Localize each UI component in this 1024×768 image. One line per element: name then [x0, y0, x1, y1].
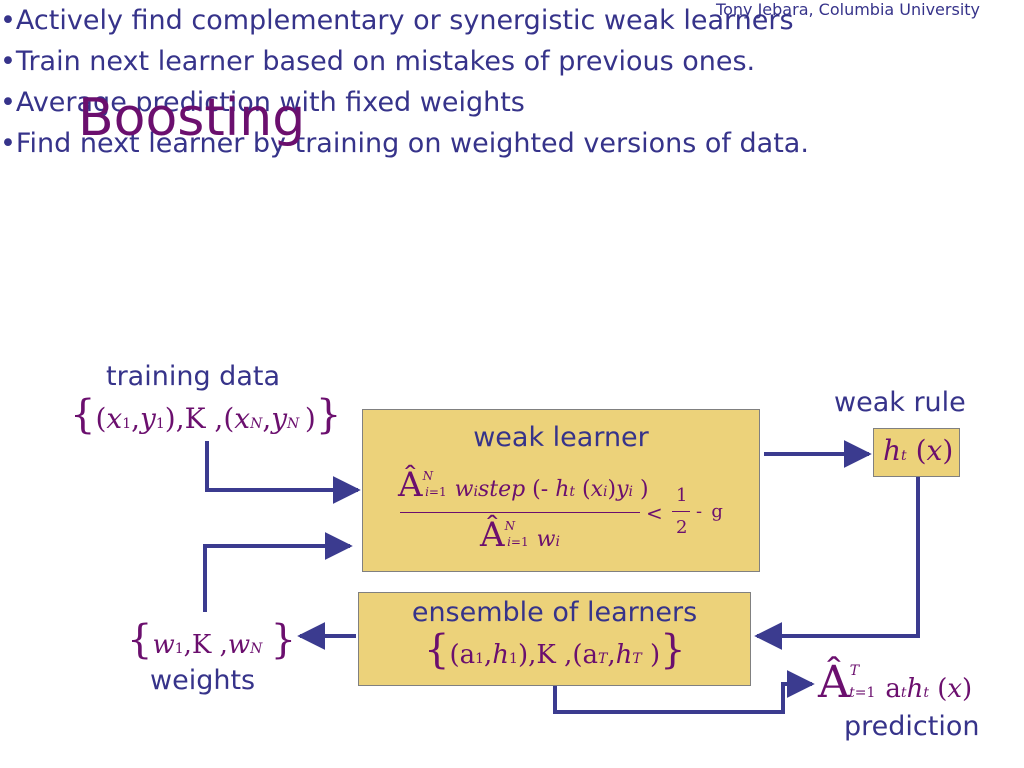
bullet-item: •Average prediction with fixed weights — [0, 87, 525, 118]
bullet-item: •Train next learner based on mistakes of… — [0, 46, 756, 77]
weights-label: weights — [150, 665, 256, 696]
weak-rule-formula: ht (x) — [883, 434, 954, 467]
arrow-training-to-learner — [205, 441, 361, 504]
arrow-weights-to-learner — [203, 532, 353, 612]
ensemble-formula: {(a1,h1),K ,(aT,hT )} — [424, 627, 686, 673]
author-credit: Tony Jebara, Columbia University — [716, 0, 980, 19]
prediction-label: prediction — [844, 711, 980, 742]
weak-learner-box: weak learner — [362, 409, 760, 572]
arrow-rule-to-ensemble — [754, 477, 920, 650]
weak-learner-label: weak learner — [473, 422, 649, 453]
training-data-label: training data — [106, 361, 280, 392]
training-data-formula: {(x1,y1),K ,(xN,yN )} — [70, 392, 342, 438]
slide-title: Boosting — [78, 88, 306, 148]
arrow-ensemble-to-prediction — [553, 670, 815, 714]
bullet-list: •Actively find complementary or synergis… — [0, 0, 1024, 164]
ensemble-label: ensemble of learners — [411, 597, 698, 628]
weak-rule-box — [873, 428, 960, 477]
bullet-item: •Find next learner by training on weight… — [0, 128, 809, 159]
ensemble-box: ensemble of learners — [358, 592, 751, 686]
bullet-item: •Actively find complementary or synergis… — [0, 5, 794, 36]
weak-rule-label: weak rule — [834, 387, 966, 418]
weights-formula: {w1,K ,wN } — [127, 617, 297, 663]
